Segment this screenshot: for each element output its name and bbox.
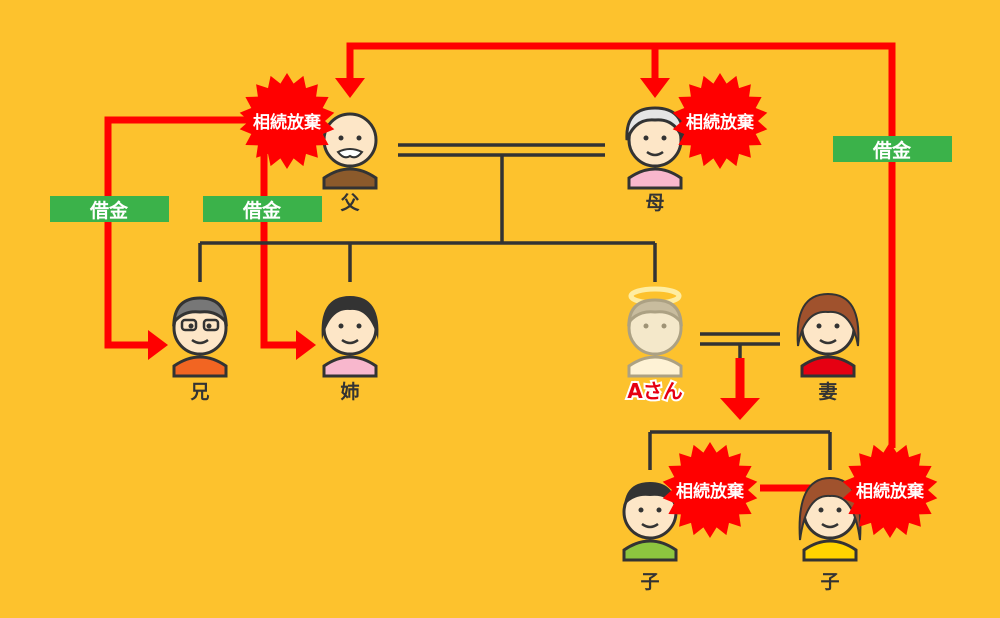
label-father: 父	[339, 192, 360, 214]
family-tree-lines	[198, 143, 832, 470]
person-child1	[622, 482, 678, 562]
svg-text:借金: 借金	[89, 199, 129, 222]
person-brother	[172, 296, 228, 378]
label-deceased: Aさん	[627, 379, 682, 403]
label-sister: 姉	[340, 380, 359, 403]
renunciation-badge-child2: 相続放棄	[842, 442, 938, 538]
renunciation-badge-child1: 相続放棄	[662, 442, 758, 538]
person-child2	[798, 476, 862, 562]
renunciation-badge-mother: 相続放棄	[672, 73, 768, 169]
label-wife: 妻	[818, 380, 837, 403]
person-wife	[796, 292, 860, 378]
label-brother: 兄	[189, 381, 209, 403]
label-child2: 子	[820, 571, 839, 593]
person-mother	[625, 106, 685, 190]
svg-text:借金: 借金	[872, 139, 912, 162]
svg-text:相続放棄: 相続放棄	[856, 481, 925, 502]
svg-text:借金: 借金	[242, 199, 282, 222]
debt-label-left: 借金	[50, 196, 169, 222]
debt-arrow-to-children	[720, 358, 760, 420]
person-deceased	[627, 286, 683, 378]
svg-text:相続放棄: 相続放棄	[253, 112, 322, 133]
svg-text:相続放棄: 相続放棄	[686, 112, 755, 133]
person-father	[322, 112, 378, 190]
debt-flow-top	[335, 42, 896, 448]
debt-label-right: 借金	[833, 136, 952, 162]
debt-label-mid: 借金	[203, 196, 322, 222]
label-mother: 母	[645, 192, 664, 214]
label-child1: 子	[640, 571, 659, 593]
renunciation-badge-father: 相続放棄	[239, 73, 335, 169]
person-sister	[321, 296, 379, 378]
svg-text:相続放棄: 相続放棄	[676, 481, 745, 502]
